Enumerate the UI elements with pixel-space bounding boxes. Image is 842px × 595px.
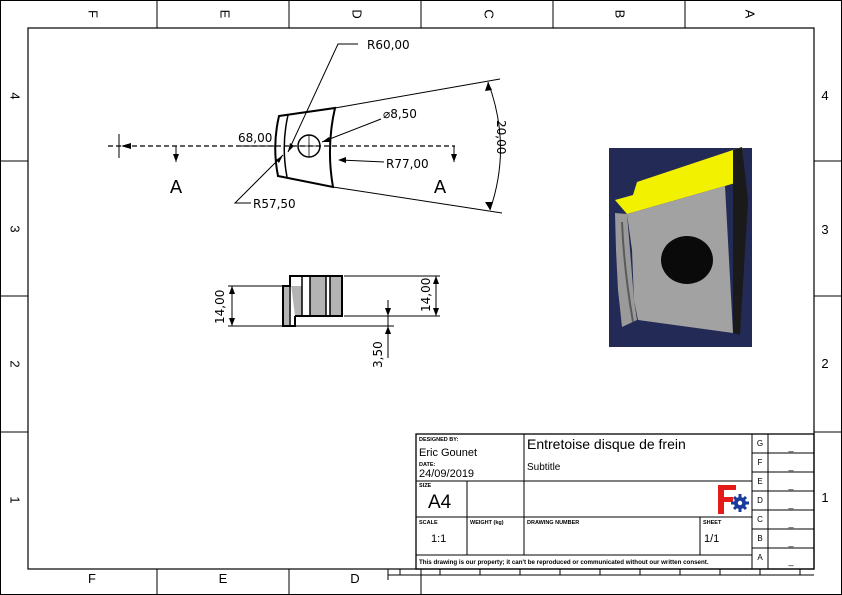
revision-letter-c: C (757, 515, 763, 524)
column-labels-top: F E D C B A (86, 9, 758, 18)
scale-label: SCALE (419, 520, 438, 526)
dim-r-inner: R57,50 (253, 197, 296, 211)
row-label-1: 1 (8, 496, 23, 503)
zone-label-bottom-f: F (88, 571, 96, 586)
revision-letter-a: A (757, 553, 763, 562)
revision-letter-b: B (757, 534, 762, 543)
row-label-4: 4 (8, 92, 23, 99)
column-labels-bottom: F E D (88, 571, 360, 586)
zone-label-e: E (218, 10, 233, 19)
zone-label-bottom-d: D (350, 571, 359, 586)
sheet-value: 1/1 (704, 533, 719, 545)
row-labels-left: 4 3 2 1 (8, 92, 23, 503)
designed-by-label: DESIGNED BY: (419, 437, 458, 443)
row-label-right-3: 3 (821, 222, 828, 237)
designed-by-value: Eric Gounet (419, 447, 477, 459)
ownership-notice: This drawing is our property; it can't b… (419, 559, 709, 566)
revision-value-d: _ (787, 499, 794, 509)
dim-height-angle: 20,00 (494, 120, 508, 154)
revision-value-e: _ (787, 480, 794, 490)
weight-label: WEIGHT (kg) (470, 520, 504, 526)
dim-distance: 68,00 (238, 131, 272, 145)
revision-values: _ _ _ _ _ _ _ (787, 442, 794, 566)
drawing-title: Entretoise disque de frein (527, 436, 686, 452)
size-label: SIZE (419, 483, 432, 489)
revision-letter-d: D (757, 496, 763, 505)
row-label-3: 3 (8, 225, 23, 232)
section-labels: A A (170, 177, 447, 198)
freecad-logo-icon (718, 485, 749, 514)
zone-label-a: A (743, 10, 758, 19)
sheet-label: SHEET (703, 520, 722, 526)
revision-value-b: _ (787, 537, 794, 547)
revision-value-f: _ (787, 461, 794, 471)
row-label-2: 2 (8, 360, 23, 367)
title-block-text: DESIGNED BY: Eric Gounet DATE: 24/09/201… (419, 436, 794, 566)
row-labels-right: 4 3 2 1 (821, 88, 828, 505)
revision-value-c: _ (787, 518, 794, 528)
date-label: DATE: (419, 462, 436, 468)
date-value: 24/09/2019 (419, 468, 474, 480)
row-label-right-4: 4 (821, 88, 828, 103)
dim-thickness-right: 14,00 (419, 278, 433, 312)
section-view-dimensions: 14,00 14,00 3,50 (213, 278, 433, 368)
zone-label-f: F (86, 10, 101, 18)
zone-label-c: C (482, 9, 497, 18)
row-label-right-1: 1 (821, 490, 828, 505)
drawing-number-label: DRAWING NUMBER (527, 520, 579, 526)
size-value: A4 (428, 492, 452, 513)
top-view (108, 43, 503, 214)
top-view-dimensions: R60,00 ⌀8,50 68,00 R77,00 R57,50 20,00 (238, 38, 508, 211)
dim-r-mid: R77,00 (386, 157, 429, 171)
drawing-subtitle: Subtitle (527, 462, 561, 473)
row-label-right-2: 2 (821, 356, 828, 371)
revision-letter-f: F (758, 458, 763, 467)
revision-letter-g: G (757, 439, 763, 448)
dim-r-outer: R60,00 (367, 38, 410, 52)
dim-step: 3,50 (371, 341, 385, 368)
zone-label-b: B (613, 10, 628, 19)
section-label-left: A (170, 177, 183, 198)
title-block-frame (387, 433, 815, 580)
scale-value: 1:1 (431, 533, 446, 545)
revision-letter-e: E (757, 477, 762, 486)
zone-label-d: D (350, 9, 365, 18)
revision-value-a: _ (787, 556, 794, 566)
section-label-right: A (434, 177, 447, 198)
revision-value-g: _ (787, 442, 794, 452)
zone-label-bottom-e: E (219, 571, 228, 586)
section-view (228, 275, 440, 358)
dim-hole: ⌀8,50 (383, 107, 417, 121)
dim-thickness-left: 14,00 (213, 290, 227, 324)
render-3d (609, 147, 752, 347)
revision-letters: G F E D C B A (757, 439, 763, 562)
